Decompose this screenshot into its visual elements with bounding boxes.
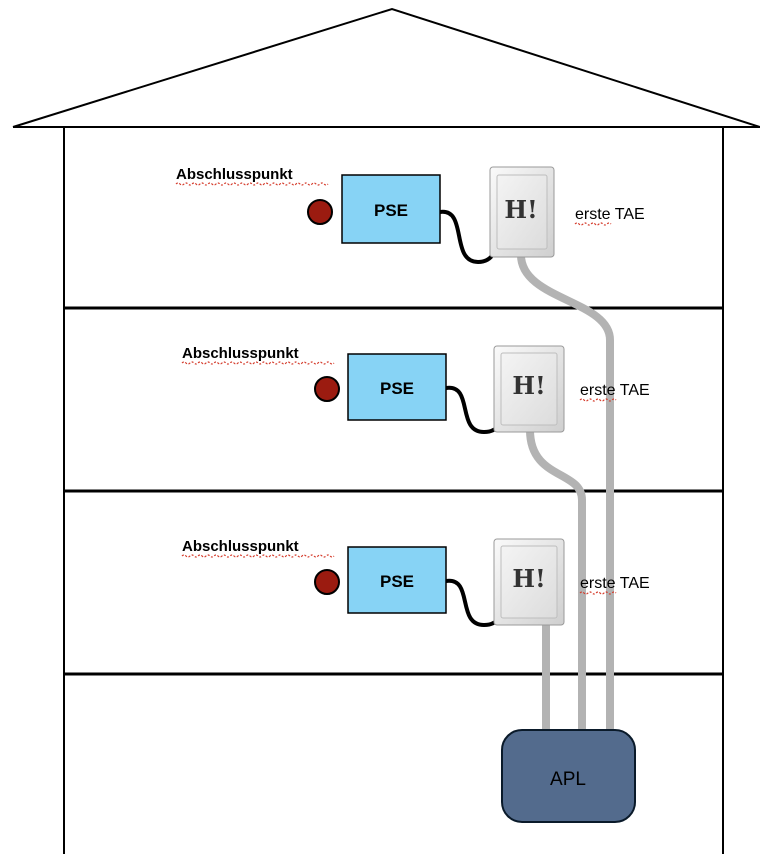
termination-point-dot	[314, 569, 340, 595]
cable-floor1-to-apl	[517, 251, 614, 734]
pse-label: PSE	[380, 379, 414, 398]
floor-2: Abschlusspunkt PSE H! erste TAE	[181, 345, 650, 435]
tae-socket-icon: H!	[512, 564, 545, 593]
pse-box	[347, 353, 447, 421]
pse-label: PSE	[374, 201, 408, 220]
termination-point-label: Abschlusspunkt	[182, 538, 299, 555]
house-roof	[12, 7, 760, 128]
floor-3: Abschlusspunkt PSE H! erste TAE	[181, 538, 650, 628]
termination-point-label: Abschlusspunkt	[176, 166, 293, 183]
tae-socket: H!	[493, 538, 565, 626]
spellcheck-underline	[181, 361, 335, 365]
pse-label: PSE	[380, 572, 414, 591]
tae-socket-icon: H!	[504, 195, 537, 224]
tae-label: erste TAE	[575, 206, 645, 223]
spellcheck-underline	[579, 591, 617, 595]
spellcheck-underline	[579, 398, 617, 402]
pse-box	[347, 546, 447, 614]
termination-point-dot	[307, 199, 333, 225]
apl-label: APL	[550, 769, 586, 790]
tae-label: erste TAE	[580, 575, 650, 592]
apl-box	[501, 729, 636, 823]
spellcheck-underline	[175, 182, 329, 186]
termination-point-dot	[314, 376, 340, 402]
tae-socket: H!	[489, 166, 555, 258]
tae-label: erste TAE	[580, 382, 650, 399]
spellcheck-underline	[181, 554, 335, 558]
termination-point-label: Abschlusspunkt	[182, 345, 299, 362]
spellcheck-underline	[574, 222, 612, 226]
pse-box	[341, 174, 441, 244]
tae-socket: H!	[493, 345, 565, 433]
tae-socket-icon: H!	[512, 371, 545, 400]
cable-floor2-to-apl	[526, 426, 586, 734]
floor-1: Abschlusspunkt PSE H! erste TAE	[175, 166, 645, 265]
